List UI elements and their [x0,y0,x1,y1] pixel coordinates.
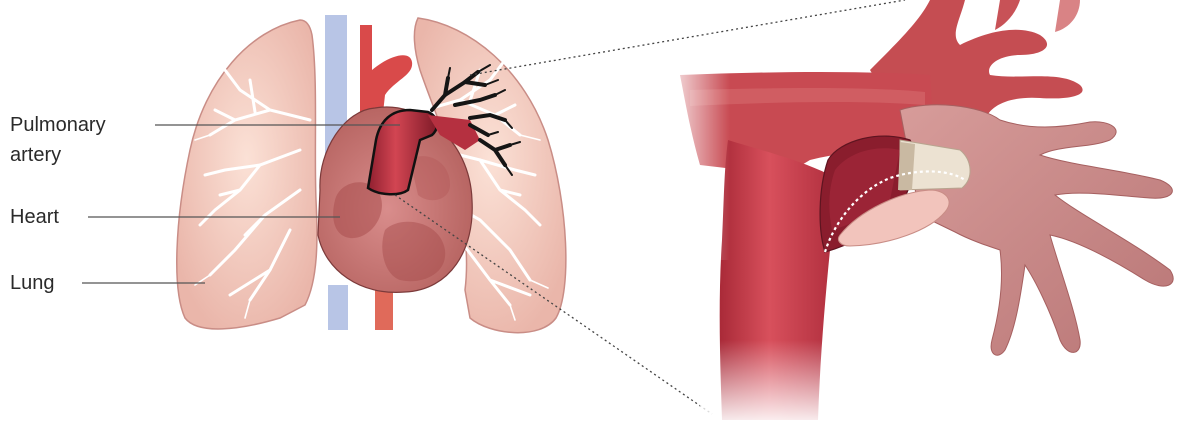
clot-edge [898,142,915,190]
heart-label: Heart [10,202,59,232]
lung-label: Lung [10,268,55,298]
distal-vessel [900,105,1173,355]
pulmonary-artery-label-line1: Pulmonary [10,110,106,140]
inferior-vena-cava [328,285,348,330]
pulmonary-artery-label-line2: artery [10,140,106,170]
magnified-artery-illustration [660,0,1173,429]
pulmonary-artery-label: Pulmonary artery [10,110,106,170]
